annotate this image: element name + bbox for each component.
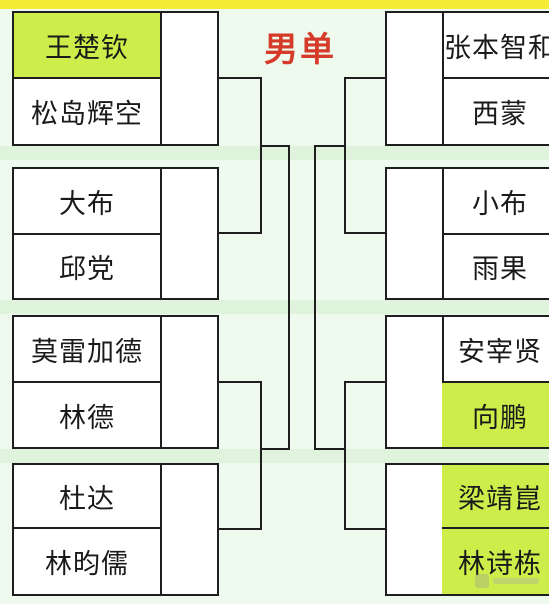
left-match-4: 杜达 林昀儒	[12, 463, 219, 596]
match-divider	[160, 465, 162, 594]
row-divider-stripe	[0, 300, 549, 314]
left-match-2: 大布 邱党	[12, 167, 219, 300]
player-cell: 安宰贤	[442, 317, 549, 383]
player-cell: 林诗栋	[442, 529, 549, 594]
bracket-title: 男单	[264, 30, 336, 70]
player-cell: 梁靖崑	[442, 465, 549, 529]
match-divider	[160, 13, 162, 144]
player-cell: 松岛辉空	[31, 99, 143, 130]
player-cell: 邱党	[59, 254, 115, 285]
right-match-1: 张本智和 西蒙	[385, 11, 549, 146]
player-cell: 向鹏	[442, 383, 549, 447]
right-match-2: 小布 雨果	[385, 167, 549, 300]
left-connector-top	[219, 77, 262, 234]
player-cell: 小布	[442, 169, 549, 235]
right-match-3: 安宰贤 向鹏	[385, 315, 549, 449]
player-cell: 杜达	[14, 465, 160, 529]
top-banner-strip	[0, 0, 549, 9]
player-cell: 西蒙	[472, 99, 528, 130]
match-divider	[160, 317, 162, 447]
left-semi-connector	[261, 145, 290, 450]
right-match-4: 梁靖崑 林诗栋	[385, 463, 549, 596]
player-cell: 林德	[59, 402, 115, 434]
right-semi-connector	[314, 145, 345, 450]
match-divider	[160, 169, 162, 298]
player-cell: 王楚钦	[14, 13, 160, 79]
player-cell: 林昀儒	[45, 549, 129, 580]
player-cell: 莫雷加德	[14, 317, 160, 383]
player-cell: 大布	[14, 169, 160, 235]
right-connector-bottom	[344, 381, 385, 530]
left-match-3: 莫雷加德 林德	[12, 315, 219, 449]
row-divider-stripe	[0, 146, 549, 160]
left-connector-bottom	[219, 381, 262, 530]
player-cell: 雨果	[472, 254, 528, 285]
watermark-logo	[475, 574, 539, 588]
right-connector-top	[344, 77, 385, 234]
row-divider-stripe	[0, 449, 549, 463]
player-cell: 张本智和	[442, 13, 549, 79]
left-match-1: 王楚钦 松岛辉空	[12, 11, 219, 146]
